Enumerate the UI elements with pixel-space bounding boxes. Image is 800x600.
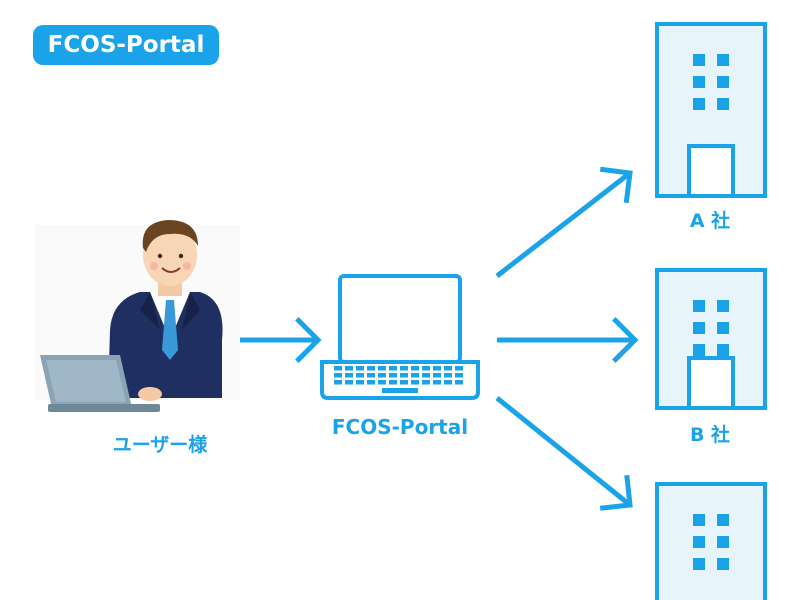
laptop-key xyxy=(422,366,430,371)
laptop-screen xyxy=(338,274,462,364)
building-icon-b xyxy=(655,268,767,410)
building-window xyxy=(693,322,705,334)
laptop-key xyxy=(422,380,430,385)
arrow-shaft xyxy=(495,396,632,507)
laptop-key xyxy=(345,380,353,385)
building-window xyxy=(717,344,729,356)
building-door xyxy=(687,144,735,198)
arrow-to-company-b xyxy=(497,317,639,363)
arrow-to-company-a xyxy=(495,166,633,278)
user-label: ユーザー様 xyxy=(112,434,208,456)
laptop-key xyxy=(433,366,441,371)
building-window xyxy=(693,98,705,110)
laptop-key xyxy=(356,366,364,371)
laptop-key xyxy=(378,373,386,378)
laptop-key xyxy=(367,373,375,378)
laptop-key xyxy=(455,380,463,385)
laptop-key xyxy=(433,380,441,385)
laptop-key xyxy=(378,366,386,371)
laptop-key xyxy=(411,373,419,378)
building-window xyxy=(693,54,705,66)
laptop-icon xyxy=(320,274,480,400)
arrow-shaft xyxy=(495,171,632,278)
arrow-to-company-c xyxy=(495,396,633,511)
laptop-key xyxy=(334,366,342,371)
laptop-key xyxy=(400,380,408,385)
laptop-key xyxy=(444,373,452,378)
laptop-key xyxy=(400,366,408,371)
laptop-key xyxy=(444,366,452,371)
company-a-label: A 社 xyxy=(689,210,731,232)
building-body xyxy=(655,482,767,600)
laptop-key xyxy=(367,366,375,371)
building-icon-a xyxy=(655,22,767,198)
laptop-key xyxy=(356,380,364,385)
laptop-key xyxy=(356,373,364,378)
building-icon-c xyxy=(655,482,767,600)
laptop-key xyxy=(389,373,397,378)
laptop-key xyxy=(334,380,342,385)
building-window xyxy=(717,536,729,548)
building-window xyxy=(717,558,729,570)
company-b-label: B 社 xyxy=(689,424,731,446)
arrow-head xyxy=(295,317,322,363)
laptop-key xyxy=(444,380,452,385)
laptop-key xyxy=(345,366,353,371)
laptop-key xyxy=(389,380,397,385)
laptop-key xyxy=(411,380,419,385)
laptop-key xyxy=(378,380,386,385)
laptop-key xyxy=(345,373,353,378)
arrow-head xyxy=(599,474,633,511)
building-window xyxy=(717,76,729,88)
laptop-key xyxy=(433,373,441,378)
building-window xyxy=(693,76,705,88)
laptop-key xyxy=(389,366,397,371)
building-window xyxy=(717,514,729,526)
building-window xyxy=(693,344,705,356)
building-door xyxy=(687,356,735,410)
laptop-key xyxy=(455,373,463,378)
businessman-illustration xyxy=(35,220,240,412)
laptop-key xyxy=(455,366,463,371)
arrow-head xyxy=(599,166,633,204)
arrow-head xyxy=(612,317,639,363)
building-window xyxy=(693,558,705,570)
laptop-trackpad xyxy=(382,388,418,393)
laptop-key xyxy=(334,373,342,378)
laptop-key xyxy=(367,380,375,385)
building-window xyxy=(717,54,729,66)
building-window xyxy=(717,300,729,312)
portal-label: FCOS-Portal xyxy=(331,415,469,439)
portal-badge: FCOS-Portal xyxy=(33,25,219,65)
arrow-right-icon xyxy=(240,317,322,363)
building-window xyxy=(717,322,729,334)
building-window xyxy=(693,300,705,312)
building-window xyxy=(693,536,705,548)
laptop-key xyxy=(411,366,419,371)
laptop-key xyxy=(400,373,408,378)
building-window xyxy=(693,514,705,526)
building-window xyxy=(717,98,729,110)
laptop-key xyxy=(422,373,430,378)
